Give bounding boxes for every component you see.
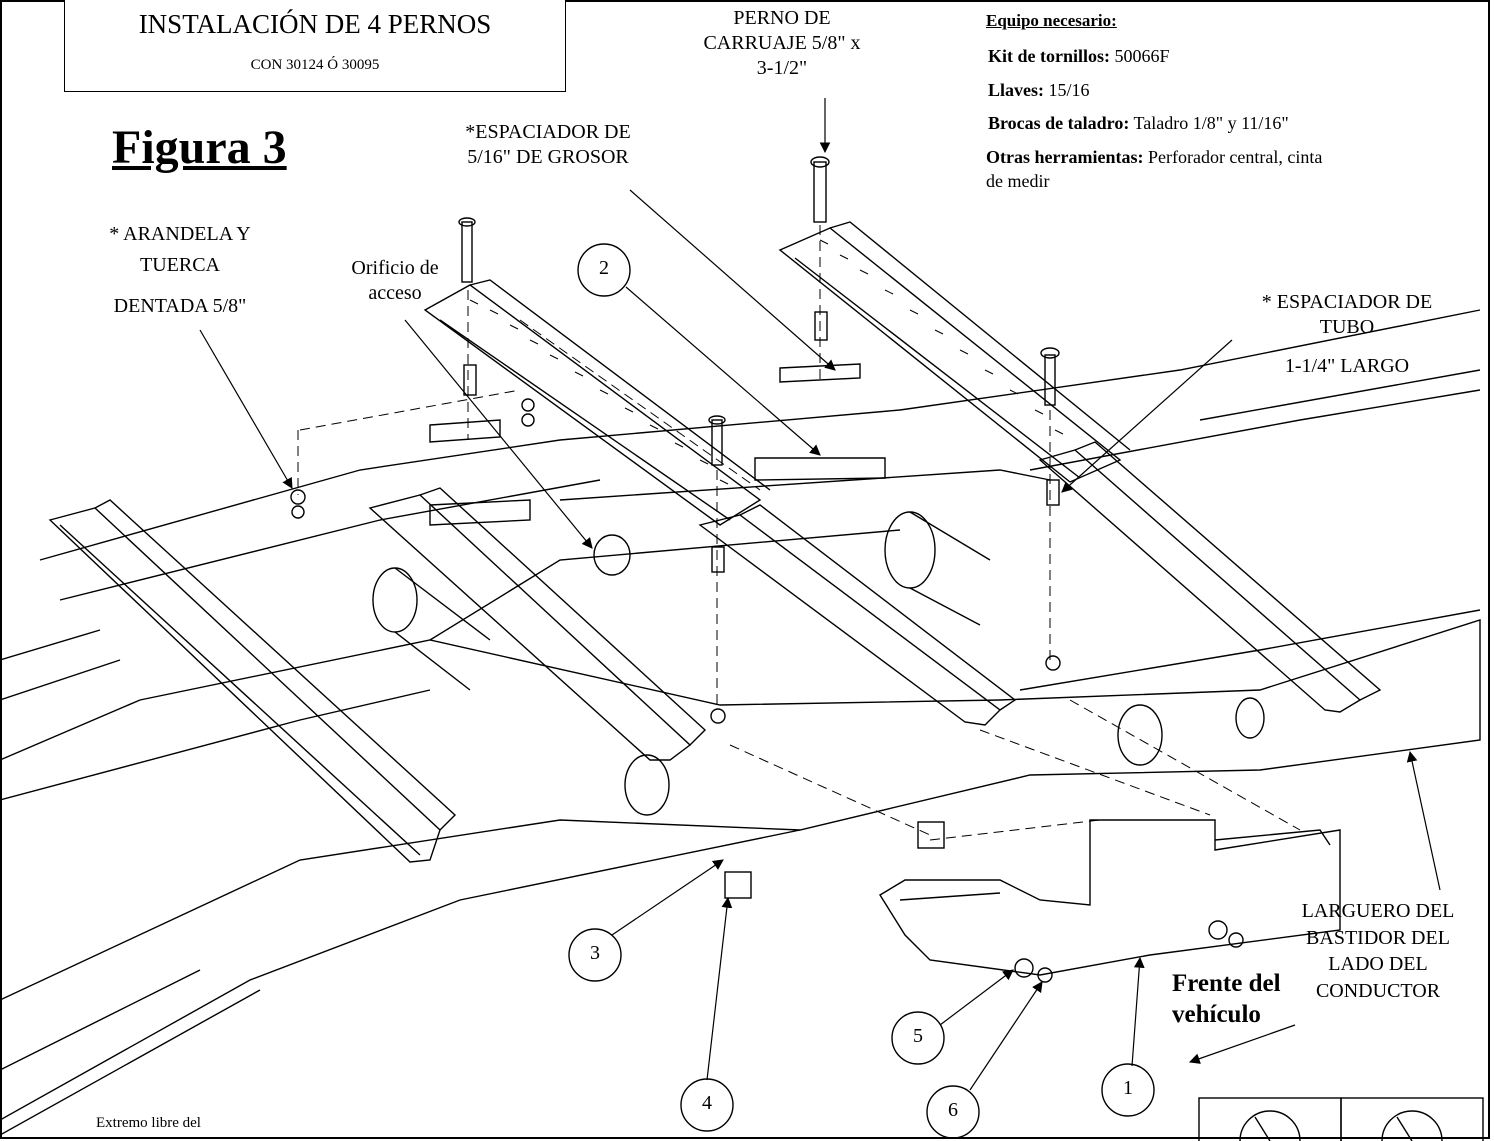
callout-line: BASTIDOR DEL	[1306, 926, 1450, 949]
equipment-value: Perforador central, cinta	[1143, 146, 1323, 167]
mounting-rails	[48, 221, 1382, 863]
callout-line: 3-1/2"	[756, 57, 808, 79]
equipment-label: Brocas de taladro:	[988, 113, 1130, 134]
callout-line: PERNO DE	[733, 7, 831, 29]
callout-larguero: LARGUERO DEL BASTIDOR DEL LADO DEL CONDU…	[1268, 898, 1488, 1004]
callout-circle-3	[568, 928, 622, 982]
part-number-3: 3	[590, 942, 600, 964]
callout-extremo: Extremo libre del	[96, 1115, 201, 1131]
rail-slots	[469, 239, 1064, 485]
callout-line: LADO DEL	[1328, 953, 1428, 976]
part-number-4: 4	[702, 1092, 712, 1114]
callout-line: Frente del	[1172, 970, 1281, 997]
equipment-item: Llaves: 15/16	[988, 79, 1322, 102]
callout-line: DENTADA 5/8"	[113, 295, 247, 317]
callout-espaciador-grosor: *ESPACIADOR DE 5/16" DE GROSOR	[428, 120, 668, 170]
callout-line: vehículo	[1172, 1001, 1261, 1029]
title-box: INSTALACIÓN DE 4 PERNOS CON 30124 Ó 3009…	[64, 0, 566, 92]
callout-line: * ARANDELA Y	[109, 223, 251, 245]
callout-circle-6	[926, 1085, 980, 1139]
leader-arrows	[199, 98, 1441, 1091]
equipment-label: Llaves:	[988, 79, 1044, 100]
equipment-label: Kit de tornillos:	[988, 46, 1110, 67]
crossmembers	[372, 511, 1265, 816]
callout-orificio: Orificio de acceso	[320, 256, 470, 306]
callout-circles	[568, 243, 1155, 1139]
callout-line: acceso	[368, 282, 422, 304]
callout-line: * ESPACIADOR DE	[1261, 291, 1433, 313]
equipment-label: Otras herramientas:	[986, 146, 1144, 167]
part-number-6: 6	[948, 1099, 958, 1121]
callout-line: Orificio de	[351, 257, 439, 279]
callout-circle-2	[577, 243, 631, 297]
equipment-continuation: de medir	[986, 171, 1050, 192]
callout-frente-vehiculo: Frente del vehículo	[1172, 968, 1281, 1031]
callout-arandela: * ARANDELA Y TUERCA DENTADA 5/8"	[70, 222, 290, 319]
equipment-list: Equipo necesario: Kit de tornillos: 5006…	[986, 10, 1322, 193]
title-main: INSTALACIÓN DE 4 PERNOS	[138, 9, 492, 39]
equipment-value: Taladro 1/8" y 11/16"	[1129, 113, 1289, 134]
figure-title: Figura 3	[112, 121, 287, 174]
equipment-item: Kit de tornillos: 50066F	[988, 45, 1322, 68]
callout-circle-5	[891, 1011, 945, 1065]
callout-line: LARGUERO DEL	[1301, 900, 1455, 922]
dashed-guides	[297, 225, 1301, 841]
part-number-5: 5	[913, 1025, 923, 1047]
callout-line: 5/16" DE GROSOR	[467, 146, 629, 168]
bottom-plates	[879, 819, 1341, 976]
callout-line: TUERCA	[140, 254, 220, 276]
callout-perno-carruaje: PERNO DE CARRUAJE 5/8" x 3-1/2"	[672, 6, 892, 81]
corner-boxes	[1198, 1097, 1484, 1141]
callout-line: CARRUAJE 5/8" x	[703, 32, 861, 54]
callout-line: 1-1/4" LARGO	[1284, 355, 1410, 377]
part-number-1: 1	[1123, 1077, 1133, 1099]
callout-line: TUBO	[1319, 316, 1375, 338]
bolts	[290, 156, 1244, 983]
callout-espaciador-tubo: * ESPACIADOR DE TUBO 1-1/4" LARGO	[1222, 290, 1472, 379]
spacer-plates	[429, 363, 886, 526]
frame-rails	[0, 309, 1481, 1136]
equipment-value: 15/16	[1044, 79, 1090, 100]
callout-circle-1	[1101, 1063, 1155, 1117]
callout-line: CONDUCTOR	[1315, 979, 1441, 1002]
callout-line: *ESPACIADOR DE	[465, 121, 631, 143]
equipment-item: Brocas de taladro: Taladro 1/8" y 11/16"	[988, 112, 1322, 135]
equipment-heading: Equipo necesario:	[986, 11, 1117, 30]
equipment-value: 50066F	[1110, 46, 1170, 67]
title-sub: CON 30124 Ó 30095	[250, 57, 380, 73]
equipment-item: Otras herramientas: Perforador central, …	[986, 146, 1322, 169]
part-number-2: 2	[599, 257, 609, 279]
